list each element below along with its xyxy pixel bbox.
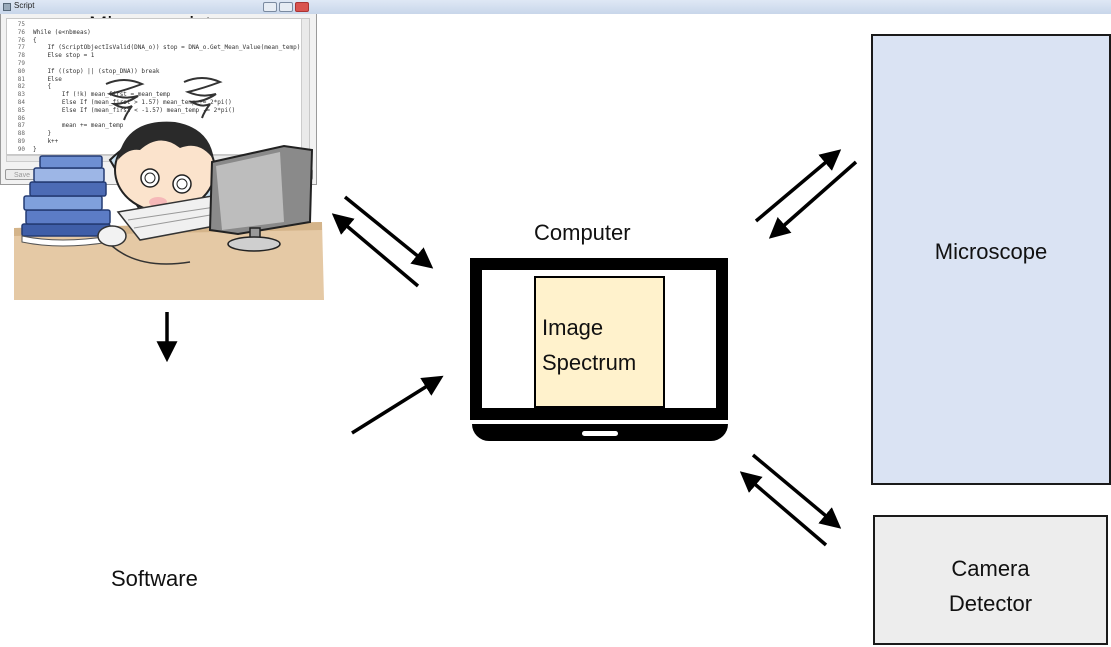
code-text: } <box>33 145 37 153</box>
microscope-label: Microscope <box>934 239 1048 264</box>
line-number: 86 <box>17 114 25 122</box>
code-text: k++ <box>33 138 59 145</box>
script-app-icon <box>3 3 11 11</box>
close-button[interactable] <box>295 2 309 12</box>
line-number: 76 <box>17 36 25 44</box>
save-as-button[interactable]: Save As... <box>44 169 84 180</box>
screen-label-line1: Image <box>542 315 604 340</box>
line-number: 79 <box>17 60 25 67</box>
code-text: { <box>33 83 52 91</box>
laptop-trackpad-notch <box>582 431 618 436</box>
keyboard-icon <box>116 195 238 241</box>
line-number: 85 <box>17 106 25 114</box>
code-text: mean += mean_temp <box>33 122 124 130</box>
line-number: 81 <box>17 75 25 83</box>
code-text: If ((stop) || (stop_DNA)) break <box>33 67 160 75</box>
mouse-icon <box>97 225 127 247</box>
line-number: 75 <box>17 21 25 28</box>
line-number: 83 <box>17 91 25 99</box>
code-text: Else If (mean_first < -1.57) mean_temp -… <box>33 106 236 114</box>
line-number: 89 <box>17 138 25 145</box>
microscope-box: Microscope <box>871 34 1111 485</box>
line-number: 87 <box>17 122 25 130</box>
line-number: 88 <box>17 130 25 138</box>
vertical-scrollbar[interactable] <box>301 19 309 154</box>
code-text: Else <box>33 75 62 83</box>
software-titlebar: Script <box>0 0 1111 14</box>
code-text: { <box>33 36 37 44</box>
line-number: 78 <box>17 52 25 60</box>
arrow-software-to-computer <box>351 375 444 435</box>
line-number: 84 <box>17 99 25 106</box>
code-text: Else stop = 1 <box>33 52 95 60</box>
horizontal-scrollbar[interactable] <box>6 155 308 162</box>
camera-detector-box: Camera Detector <box>873 515 1108 645</box>
image-spectrum-text: Image Spectrum <box>542 310 636 380</box>
line-number: 80 <box>17 67 25 75</box>
arrow-computer-to-microscope <box>754 149 842 223</box>
arrow-computer-to-microscopist <box>331 213 420 288</box>
save-button[interactable]: Save <box>5 169 39 180</box>
arrow-camera-to-computer <box>739 471 828 547</box>
arrow-computer-to-camera <box>751 453 842 529</box>
execute-button[interactable]: Execute <box>273 169 313 180</box>
software-label: Software <box>111 566 198 591</box>
arrow-microscopist-to-computer <box>343 195 434 269</box>
code-text: Else If (mean_first > 1.57) mean_temp +=… <box>33 99 232 106</box>
arrow-microscope-to-computer <box>768 160 858 239</box>
image-spectrum-panel: Image Spectrum <box>534 276 665 408</box>
camera-label-line1: Camera <box>951 556 1030 581</box>
screen-label-line2: Spectrum <box>542 350 637 375</box>
code-text: While (e<nbmeas) <box>33 28 91 36</box>
code-text: If (!k) mean_first = mean_temp <box>33 91 171 99</box>
camera-label-line2: Detector <box>948 591 1033 616</box>
maximize-button[interactable] <box>279 2 293 12</box>
camera-label: Camera Detector <box>875 551 1106 621</box>
minimize-button[interactable] <box>263 2 277 12</box>
code-text: If (ScriptObjectIsValid(DNA_o)) stop = D… <box>33 44 301 52</box>
line-number: 76 <box>17 28 25 36</box>
software-title: Script <box>14 1 35 10</box>
line-number: 77 <box>17 44 25 52</box>
code-text: } <box>33 130 52 138</box>
desk <box>14 222 324 300</box>
line-number: 82 <box>17 83 25 91</box>
computer-label: Computer <box>534 220 631 245</box>
line-number: 90 <box>17 145 25 153</box>
